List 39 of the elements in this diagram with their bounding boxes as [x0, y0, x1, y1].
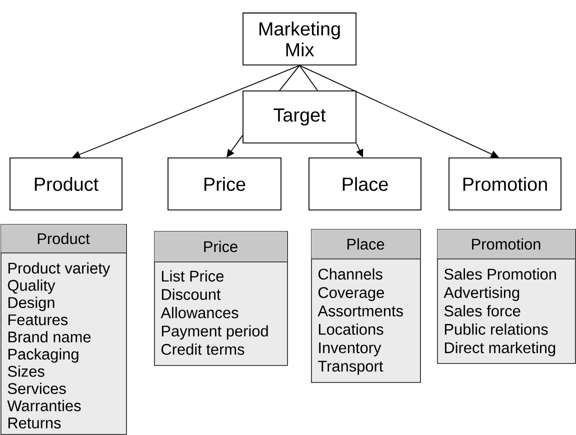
concept-box: Price	[168, 158, 282, 210]
list-item: Sales force	[444, 305, 520, 316]
concept-box: Place	[308, 158, 422, 210]
list-item: Sizes	[8, 366, 44, 377]
list-item: Advertising	[444, 286, 520, 302]
list-item: Brand name	[8, 331, 91, 342]
list-item: Payment period	[162, 325, 268, 340]
concept-box: Target	[242, 90, 356, 144]
connector-line	[279, 65, 300, 91]
table-header: Product	[0, 224, 126, 254]
list-item: Services	[8, 382, 66, 394]
list-item: Features	[8, 314, 68, 326]
list-item: Credit terms	[161, 344, 244, 355]
list-item: Packaging	[8, 348, 78, 363]
list-item: Assortments	[318, 306, 403, 316]
list-item: Sales Promotion	[444, 268, 556, 280]
list-item: Allowances	[160, 306, 238, 318]
table-header: Price	[154, 231, 288, 262]
list-item: Design	[8, 296, 54, 312]
table-header: Place	[310, 229, 420, 260]
list-item: Locations	[318, 324, 384, 335]
list-item: Discount	[162, 288, 221, 300]
concept-box: Promotion	[448, 158, 562, 210]
list-item: Inventory	[319, 342, 382, 356]
arrow	[356, 143, 364, 158]
concept-box: Marketing Mix	[242, 12, 356, 66]
list-item: Coverage	[318, 287, 384, 302]
table-header: Promotion	[436, 229, 576, 260]
list-item: Warranties	[7, 400, 81, 412]
concept-box: Product	[10, 158, 122, 210]
list-item: Returns	[8, 418, 61, 428]
list-item: Channels	[318, 268, 382, 280]
list-item: Product variety	[8, 262, 110, 277]
list-item: Public relations	[444, 324, 548, 335]
list-item: List Price	[162, 270, 224, 282]
connector-line	[299, 65, 318, 91]
list-item: Quality	[8, 280, 56, 294]
list-item: Transport	[318, 360, 384, 375]
list-item: Direct marketing	[444, 342, 556, 356]
